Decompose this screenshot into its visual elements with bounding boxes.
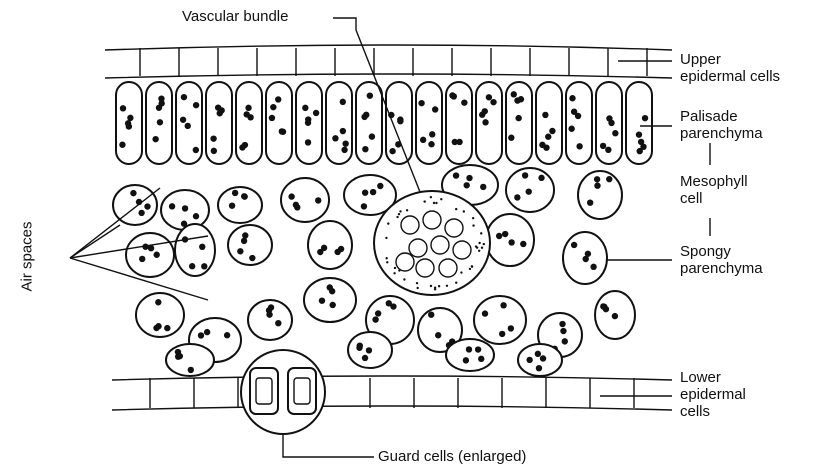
vascular-bundle-label: Vascular bundle xyxy=(182,8,288,26)
spongy-label-line2: parenchyma xyxy=(680,260,763,278)
vascular-bundle xyxy=(374,191,490,295)
upper-epidermis xyxy=(105,45,672,78)
mesophyll-label-line1: Mesophyll xyxy=(680,173,748,191)
lower-epidermal-label-line2: epidermal xyxy=(680,386,746,404)
mesophyll-label-line2: cell xyxy=(680,190,703,208)
air-spaces-label: Air spaces xyxy=(19,221,36,291)
palisade-label-line1: Palisade xyxy=(680,108,738,126)
palisade-label-line2: parenchyma xyxy=(680,125,763,143)
spongy-label-line1: Spongy xyxy=(680,243,731,261)
upper-epidermal-label-line1: Upper xyxy=(680,51,721,69)
upper-epidermal-label-line2: epidermal cells xyxy=(680,68,780,86)
lower-epidermal-label-line1: Lower xyxy=(680,369,721,387)
lower-epidermis xyxy=(112,376,672,410)
guard-cells xyxy=(241,350,325,434)
guard-cells-label: Guard cells (enlarged) xyxy=(378,448,526,466)
lower-epidermal-label-line3: cells xyxy=(680,403,710,421)
palisade-layer xyxy=(116,82,652,164)
spongy-layer xyxy=(113,165,635,376)
